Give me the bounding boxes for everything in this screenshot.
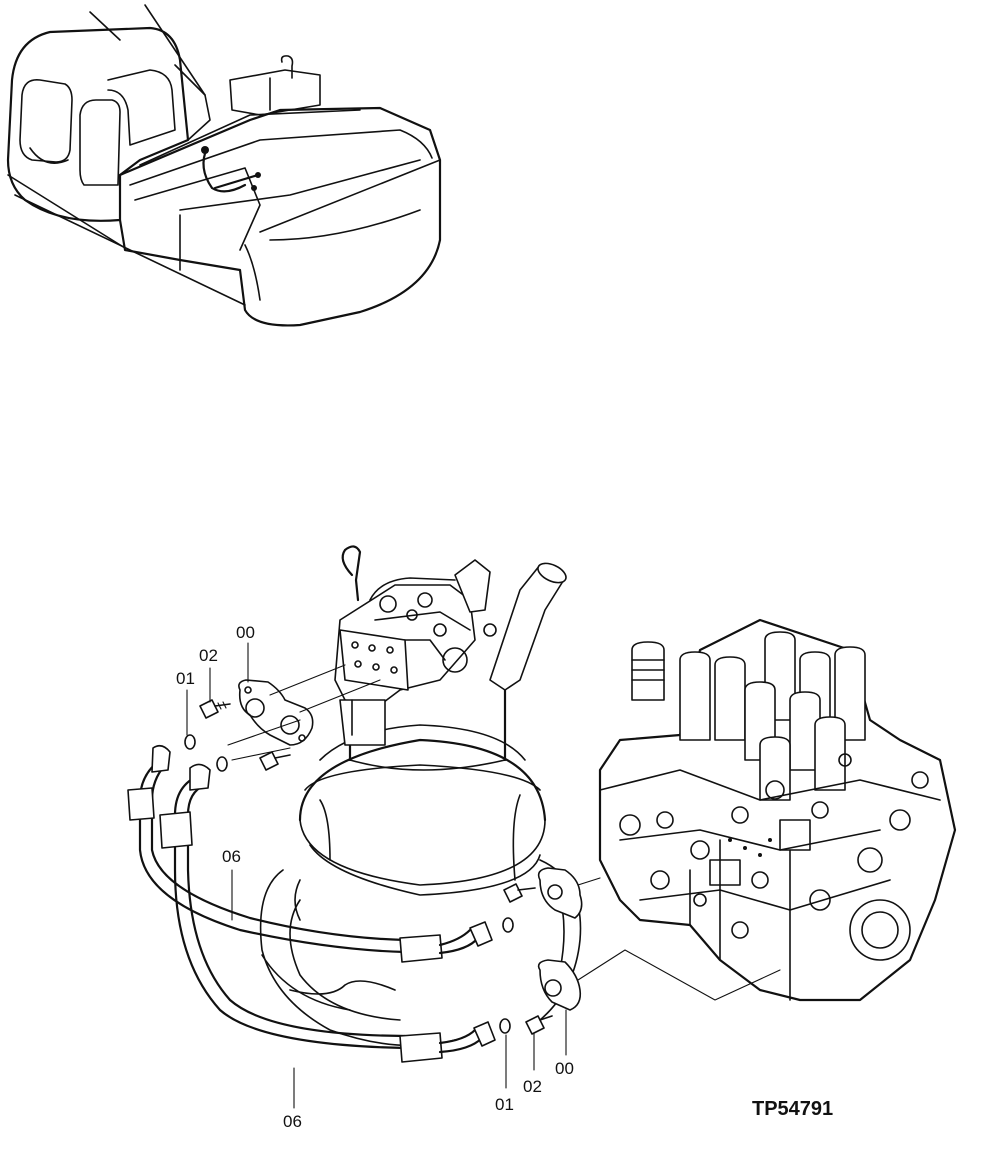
callout-01-top: 01	[176, 669, 195, 688]
callout-00-top: 00	[236, 623, 255, 642]
oring-top	[184, 734, 228, 772]
callout-00-bottom: 00	[555, 1059, 574, 1078]
hose-upper	[127, 744, 493, 963]
bolt-bottom	[503, 883, 553, 1035]
hose-lower	[159, 763, 496, 1063]
control-valve-illustration	[598, 618, 957, 1002]
callout-06-upper: 06	[222, 847, 241, 866]
callout-01-bottom: 01	[495, 1095, 514, 1114]
flange-top	[238, 679, 314, 746]
flange-bottom	[537, 867, 583, 1011]
swing-motor-illustration	[259, 545, 582, 1047]
assembly-lines	[227, 664, 781, 1001]
figure-id: TP54791	[752, 1098, 833, 1120]
bolt-top	[199, 699, 291, 771]
excavator-overview-illustration	[6, 4, 442, 327]
callout-02-bottom: 02	[523, 1077, 542, 1096]
oring-bottom	[499, 917, 514, 1034]
leader-lines	[186, 642, 567, 1109]
callout-06-lower: 06	[283, 1112, 302, 1131]
callout-02-top: 02	[199, 646, 218, 665]
